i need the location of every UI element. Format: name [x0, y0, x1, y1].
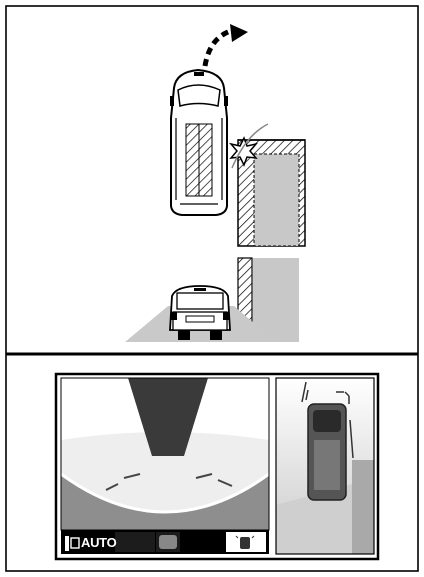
top-scene — [125, 24, 305, 342]
front-camera-view — [61, 378, 269, 530]
auto-mode-label: AUTO — [81, 535, 116, 551]
side-overhead-view — [276, 378, 374, 554]
camera-screen — [56, 374, 378, 559]
turn-arrow-icon — [205, 24, 248, 66]
overhead-vehicle — [170, 70, 228, 215]
